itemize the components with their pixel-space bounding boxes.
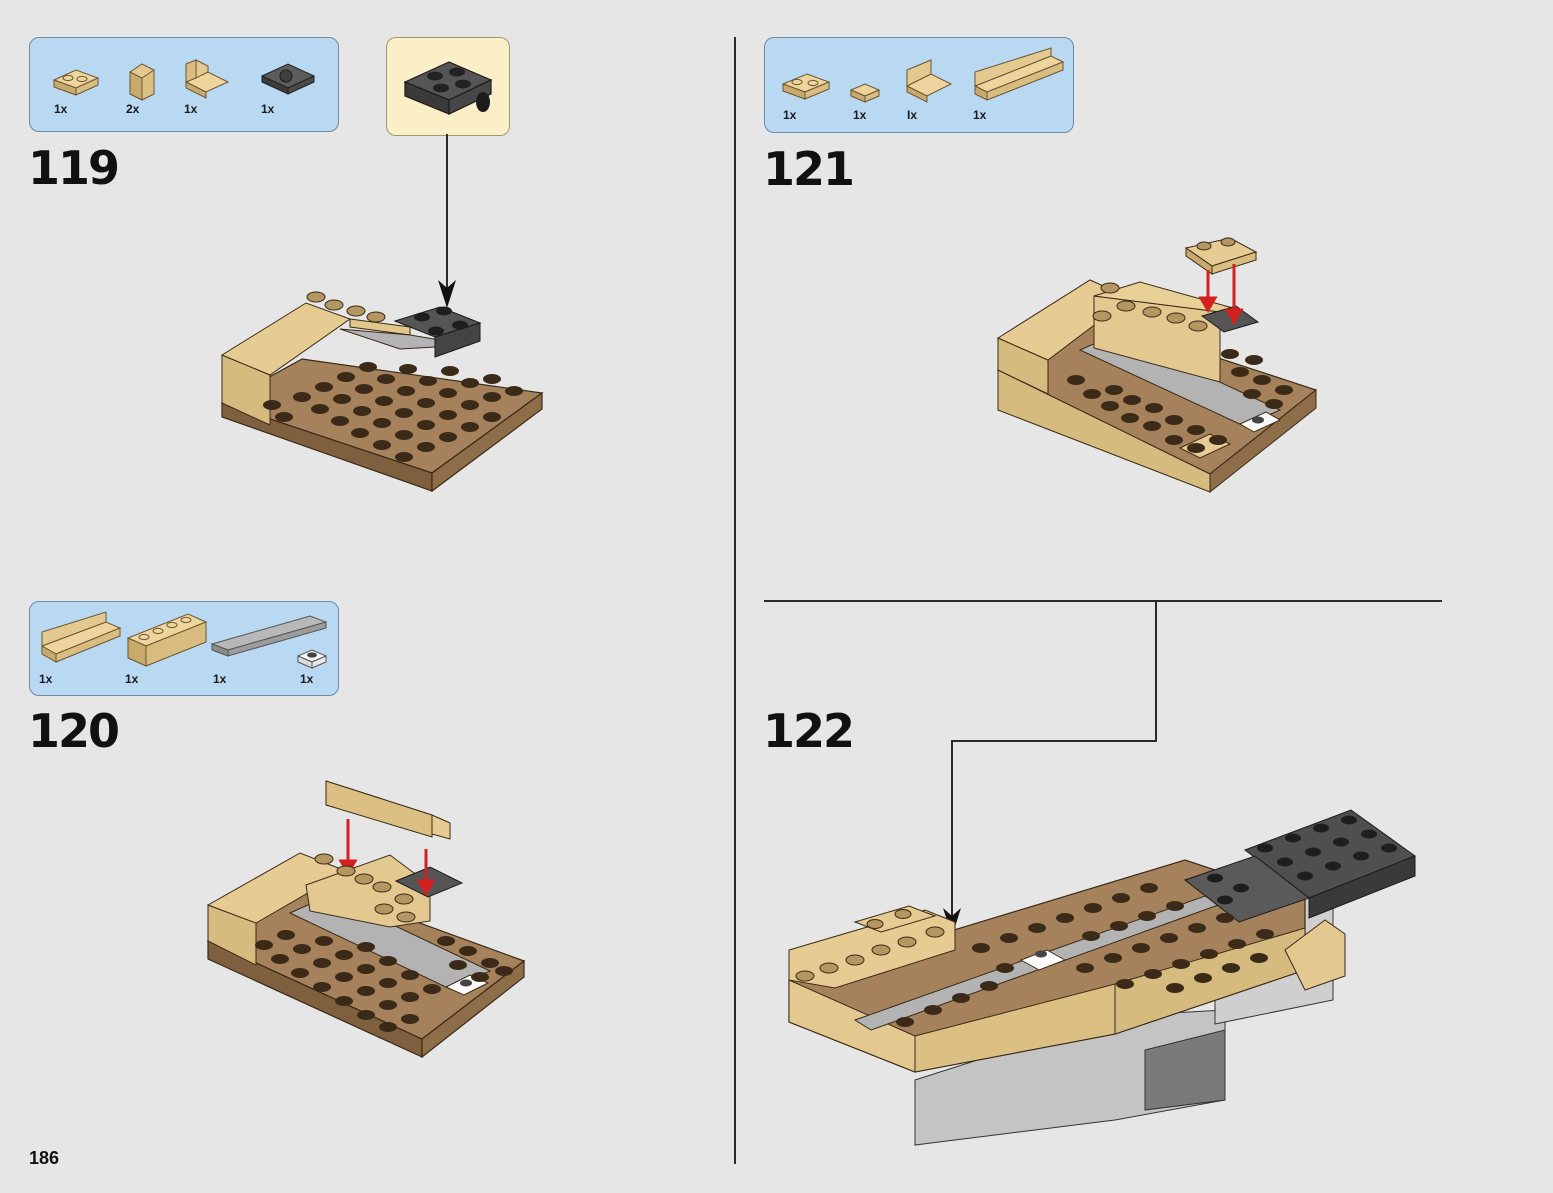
part-qty: 1x — [973, 108, 987, 122]
callout-connector-line — [446, 134, 448, 294]
callout-connector-line — [951, 740, 953, 920]
step-number: 119 — [28, 141, 120, 195]
part-qty: 1x — [184, 102, 198, 116]
parts-callout-step-120: 1x 1x 1x 1x — [29, 601, 339, 696]
step-119-model — [220, 291, 544, 493]
part-qty: 1x — [213, 672, 227, 686]
part-qty: 2x — [126, 102, 140, 116]
page-divider-vertical — [734, 37, 736, 1164]
part-qty: 1x — [125, 672, 139, 686]
step-number: 121 — [763, 142, 855, 196]
tan-plate-1x2-icon — [781, 73, 831, 100]
tan-panel-1x2-icon — [905, 59, 953, 103]
part-qty: 1x — [54, 102, 68, 116]
tan-corner-panel-icon — [129, 63, 155, 101]
gray-tile-1x6-icon — [210, 615, 328, 657]
part-qty: 1x — [261, 102, 275, 116]
tan-panel-1x4-icon — [40, 611, 122, 663]
callout-connector-line — [951, 740, 1157, 742]
subassembly-callout-step-119 — [386, 37, 510, 136]
step-number: 122 — [763, 704, 855, 758]
tan-tile-1x1-icon — [849, 83, 881, 103]
white-plate-1x1-icon — [296, 649, 328, 669]
page-number: 186 — [29, 1148, 60, 1168]
parts-callout-step-119: 1x 2x 1x 1x — [29, 37, 339, 132]
step-separator-horizontal — [764, 600, 1442, 602]
part-qty: 1x — [39, 672, 53, 686]
part-qty: 1x — [783, 108, 797, 122]
dark-gray-plate-2x2-icon — [403, 61, 493, 115]
tan-panel-1x6-icon — [973, 47, 1065, 101]
parts-callout-step-121: 1x 1x Ix 1x — [764, 37, 1074, 133]
step-121-model — [996, 237, 1318, 494]
part-qty: 1x — [853, 108, 867, 122]
dark-gray-plate-with-pin-icon — [260, 63, 316, 95]
tan-brick-1x4-icon — [126, 613, 208, 667]
step-number: 120 — [28, 704, 120, 758]
arrow-down-icon — [438, 280, 456, 308]
part-qty: Ix — [907, 108, 918, 122]
step-122-model — [788, 809, 1417, 1146]
step-120-model — [206, 780, 526, 1059]
callout-connector-line — [1155, 600, 1157, 742]
part-qty: 1x — [300, 672, 314, 686]
tan-panel-1x2-icon — [184, 59, 230, 99]
tan-plate-1x2-icon — [52, 69, 100, 96]
